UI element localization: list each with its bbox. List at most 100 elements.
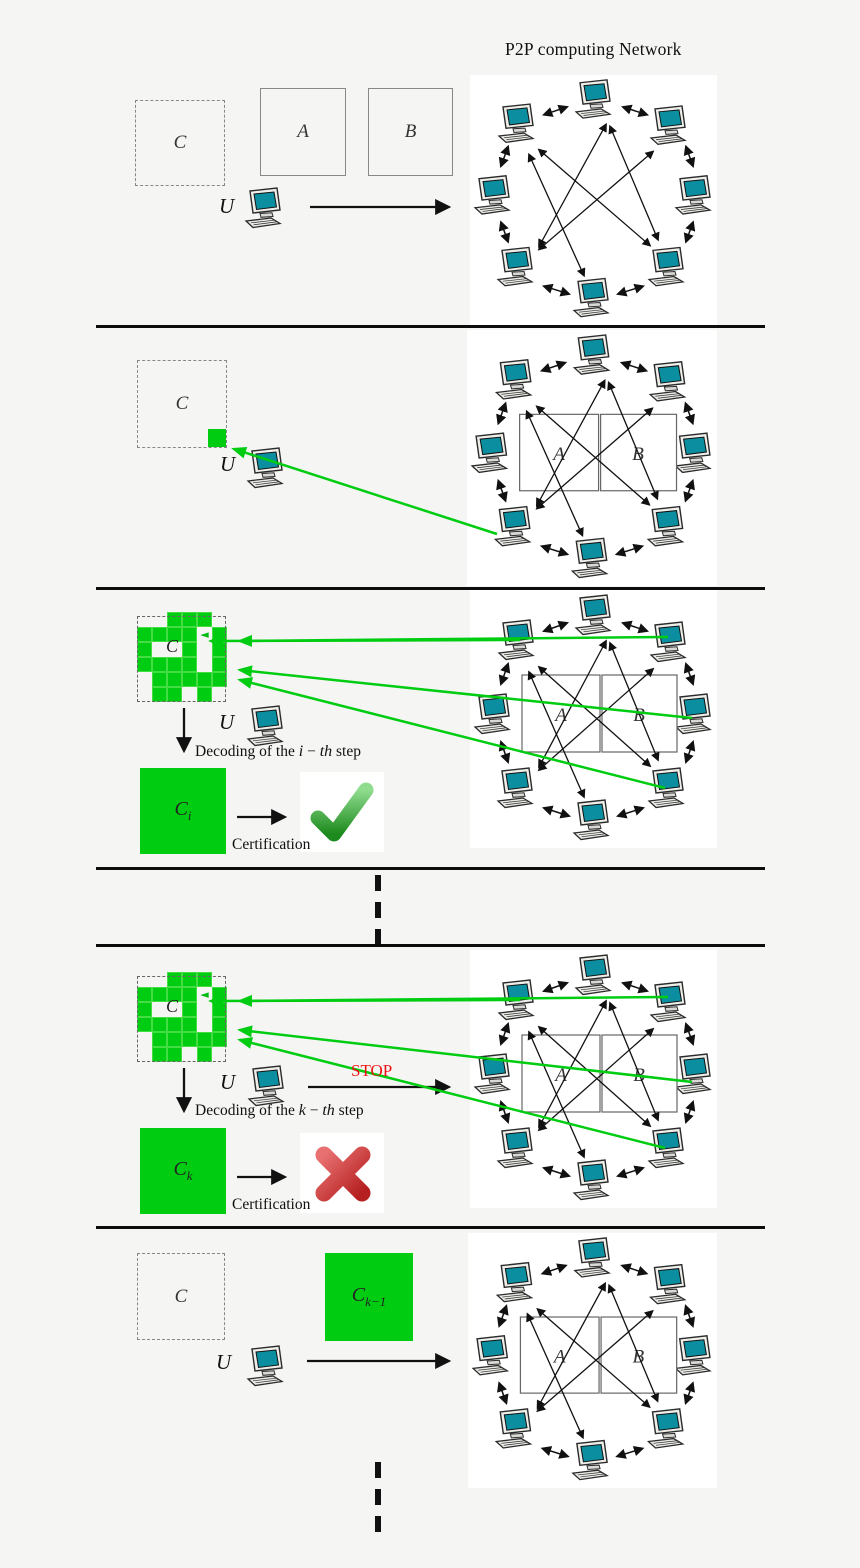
distributed-matrices: A B: [521, 674, 678, 753]
separator-2: [96, 587, 765, 590]
user-computer-icon: [245, 187, 281, 229]
code-c-label: C: [173, 132, 187, 153]
certification-caption: Certification: [232, 836, 311, 853]
mosaic-cell: [212, 612, 227, 627]
ellipsis-dash: [375, 1516, 381, 1532]
mosaic-cell: [137, 612, 152, 627]
mosaic-cell: [167, 627, 182, 642]
distributed-matrices: A B: [519, 413, 678, 492]
mosaic-cell: [167, 987, 182, 1002]
mosaic-cell: [197, 612, 212, 627]
mosaic-cell: [167, 612, 182, 627]
separator-5: [96, 1226, 765, 1229]
mosaic-cell: [137, 687, 152, 702]
mosaic-cell: [137, 1032, 152, 1047]
mosaic-cell: [182, 987, 197, 1002]
mosaic-cell: [182, 1047, 197, 1062]
mosaic-cell: [182, 627, 197, 642]
distributed-matrices: A B: [519, 1316, 678, 1394]
mosaic-cell: [212, 972, 227, 987]
code-c-box: C: [137, 1253, 225, 1340]
mosaic-cell: [137, 1017, 152, 1032]
p2p-network-4: A B: [470, 950, 717, 1208]
mosaic-cell: [152, 1047, 167, 1062]
mosaic-cell: ◄: [200, 988, 209, 1001]
mosaic-cell: [167, 1047, 182, 1062]
decoding-caption: Decoding of the i − th step: [195, 743, 361, 760]
ellipsis-dash: [375, 929, 381, 945]
received-result-cell: [208, 429, 226, 447]
mosaic-cell: [152, 1017, 167, 1032]
p2p-network-3: A B: [470, 590, 717, 848]
matrix-a-label: A: [551, 444, 565, 465]
user-computer-icon: [247, 1345, 283, 1387]
user-computer-icon: [247, 705, 283, 747]
mosaic-cell: [182, 672, 197, 687]
mosaic-cell: [167, 687, 182, 702]
mosaic-cell: [197, 972, 212, 987]
mosaic-cell: [197, 657, 212, 672]
user-label: U: [219, 194, 235, 218]
mosaic-cell: [152, 627, 167, 642]
mosaic-cell: [182, 1002, 197, 1017]
mosaic-cell: [137, 987, 152, 1002]
mosaic-cell: [137, 972, 152, 987]
ellipsis-dash: [375, 902, 381, 918]
mosaic-cell: [182, 972, 197, 987]
ellipsis-dash: [375, 1489, 381, 1505]
matrix-a-label: A: [553, 1065, 567, 1086]
previous-result-box: Ck−1: [325, 1253, 413, 1341]
mosaic-cell: [182, 612, 197, 627]
code-c-label: C: [166, 636, 179, 656]
code-c-box: C: [137, 360, 227, 448]
separator-4: [96, 944, 765, 947]
mosaic-cell: [152, 642, 167, 657]
mosaic-cell: [152, 657, 167, 672]
mosaic-cell: [212, 687, 227, 702]
certification-caption: Certification: [232, 1196, 311, 1213]
decoding-caption: Decoding of the k − th step: [195, 1102, 364, 1119]
p2p-network-1: [470, 75, 717, 325]
matrix-b-box: B: [368, 88, 453, 176]
mosaic-cell: [167, 672, 182, 687]
page-title: P2P computing Network: [505, 39, 682, 59]
mosaic-cell: [167, 657, 182, 672]
mosaic-cell: [137, 657, 152, 672]
user-label: U: [216, 1350, 232, 1374]
mosaic-cell: [197, 1047, 212, 1062]
code-c-box: C: [135, 100, 225, 186]
mosaic-cell: [182, 687, 197, 702]
mosaic-cell: [197, 1032, 212, 1047]
matrix-b-label: B: [404, 121, 417, 142]
mosaic-cell: [137, 642, 152, 657]
matrix-a-label: A: [297, 121, 309, 142]
user-computer-icon: [247, 447, 283, 489]
mosaic-cell: [182, 657, 197, 672]
mosaic-cell: [152, 972, 167, 987]
partial-result-mosaic: ◄: [137, 972, 227, 1062]
distributed-matrices: A B: [521, 1034, 678, 1113]
code-c-label: C: [174, 1285, 188, 1307]
p2p-network-5: A B: [468, 1233, 717, 1488]
mosaic-cell: [167, 1017, 182, 1032]
code-c-label: C: [175, 393, 189, 414]
mosaic-cell: [152, 1002, 167, 1017]
decoded-result-box: Ci: [140, 768, 226, 854]
mosaic-cell: [197, 672, 212, 687]
check-icon: [300, 772, 384, 852]
separator-3: [96, 867, 765, 870]
mosaic-cell: [212, 672, 227, 687]
mosaic-cell: [152, 687, 167, 702]
mosaic-cell: [197, 1002, 212, 1017]
mosaic-cell: [212, 1032, 227, 1047]
mosaic-cell: [152, 672, 167, 687]
mosaic-cell: [182, 1017, 197, 1032]
mosaic-cell: [212, 987, 227, 1002]
mosaic-cell: [212, 657, 227, 672]
stop-label: STOP: [351, 1061, 393, 1080]
mosaic-cell: [197, 642, 212, 657]
mosaic-cell: [137, 627, 152, 642]
separator-1: [96, 325, 765, 328]
